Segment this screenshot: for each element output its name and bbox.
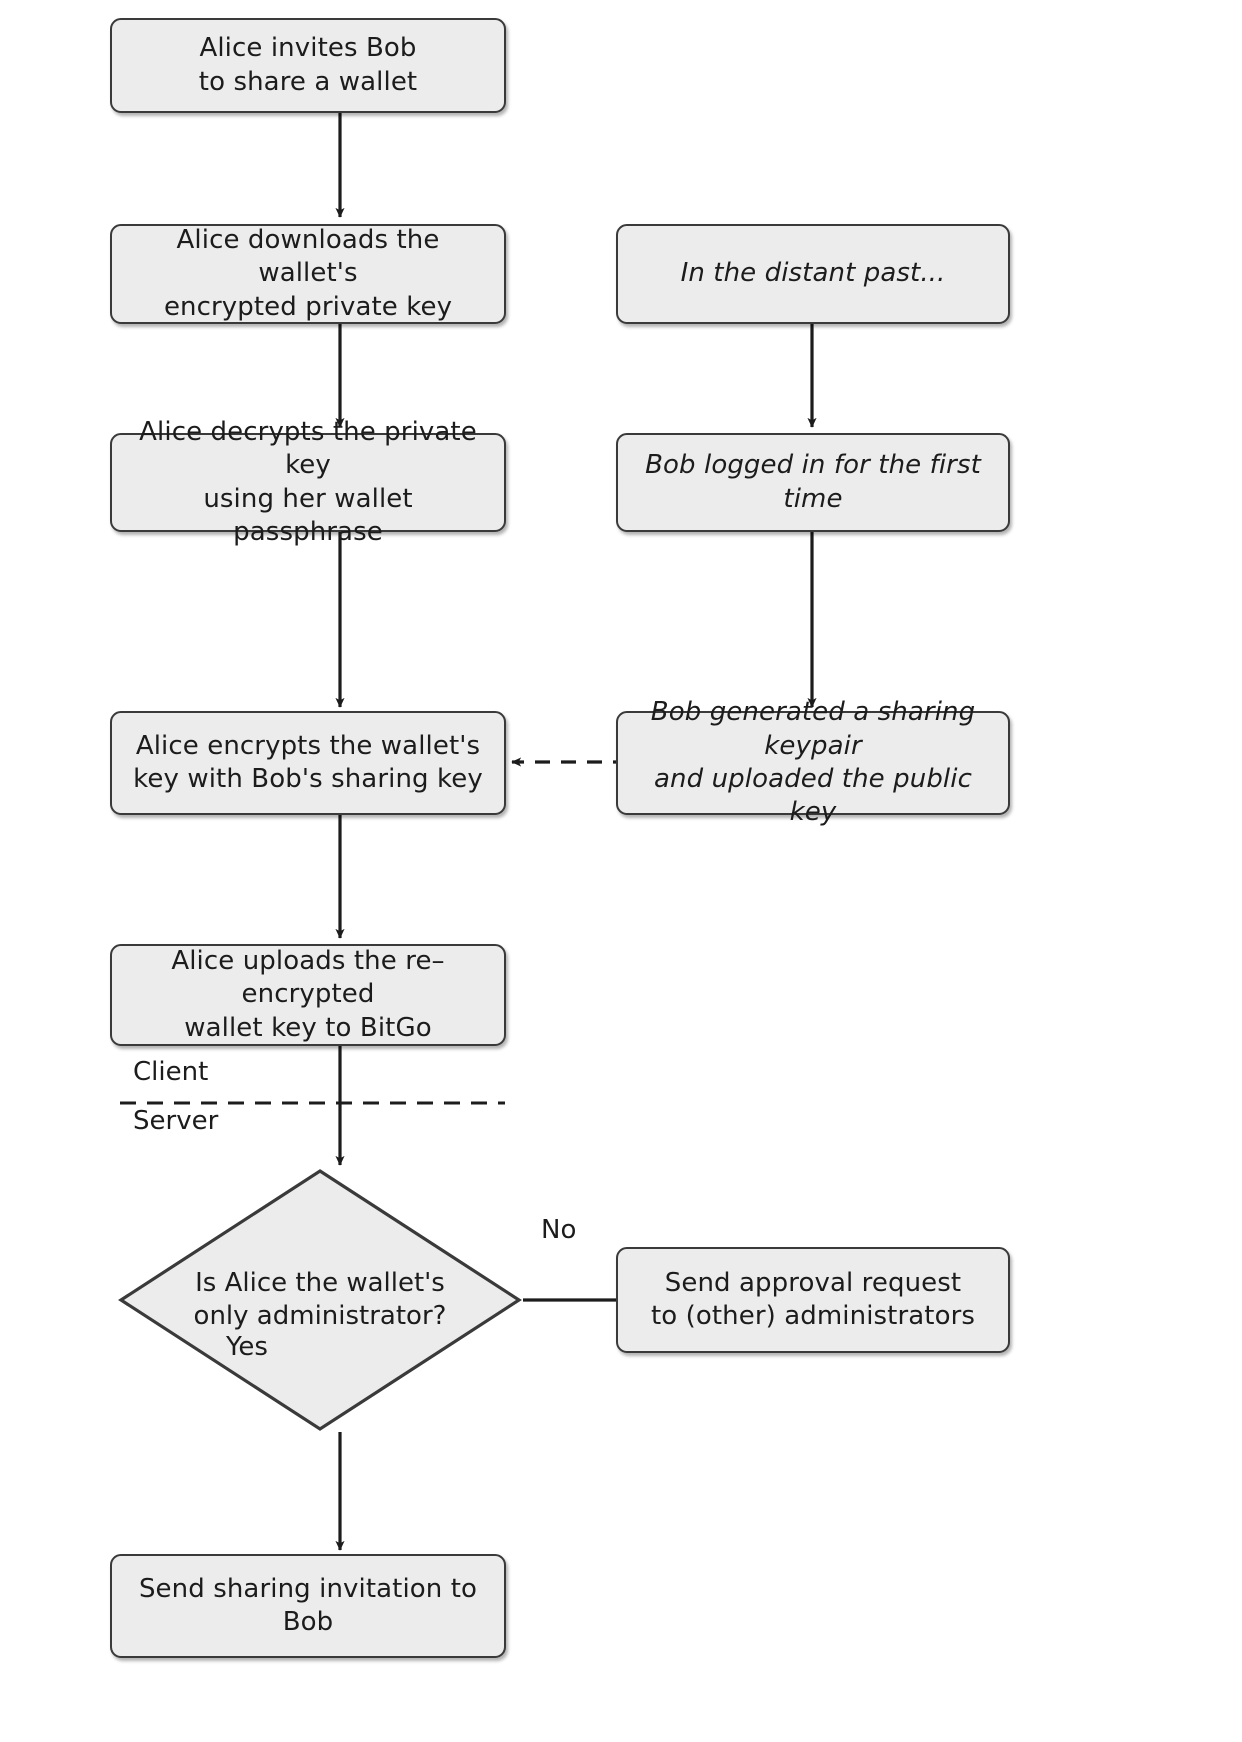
node-bob-logged-in-label: Bob logged in for the first time xyxy=(645,450,981,514)
decision-diamond-shape xyxy=(118,1169,522,1431)
node-alice-uploads-label: Alice uploads the re–encrypted wallet ke… xyxy=(171,946,445,1043)
edge-label-yes: Yes xyxy=(226,1332,268,1362)
node-send-approval-request-label: Send approval request to (other) adminis… xyxy=(650,1267,976,1331)
node-alice-invites-label: Alice invites Bob to share a wallet xyxy=(198,33,418,97)
node-send-invitation-label: Send sharing invitation to Bob xyxy=(138,1573,478,1637)
edge-label-no-text: No xyxy=(541,1215,577,1245)
node-alice-invites[interactable]: Alice invites Bob to share a wallet xyxy=(110,18,506,113)
node-alice-uploads[interactable]: Alice uploads the re–encrypted wallet ke… xyxy=(110,944,506,1046)
node-decision-only-admin[interactable]: Is Alice the wallet's only administrator… xyxy=(118,1168,522,1432)
node-alice-encrypts[interactable]: Alice encrypts the wallet's key with Bob… xyxy=(110,711,506,815)
node-alice-downloads[interactable]: Alice downloads the wallet's encrypted p… xyxy=(110,224,506,324)
node-alice-decrypts-label: Alice decrypts the private key using her… xyxy=(139,416,477,547)
node-distant-past[interactable]: In the distant past... xyxy=(616,224,1010,324)
node-decision-label: Is Alice the wallet's only administrator… xyxy=(193,1267,447,1331)
lane-label-server-text: Server xyxy=(133,1106,219,1136)
node-distant-past-label: In the distant past... xyxy=(680,258,946,289)
node-bob-generated-keypair[interactable]: Bob generated a sharing keypair and uplo… xyxy=(616,697,1010,827)
node-bob-logged-in[interactable]: Bob logged in for the first time xyxy=(616,433,1010,532)
node-send-approval-request[interactable]: Send approval request to (other) adminis… xyxy=(616,1247,1010,1353)
lane-label-server: Server xyxy=(133,1106,218,1136)
node-alice-encrypts-label: Alice encrypts the wallet's key with Bob… xyxy=(133,730,483,794)
node-alice-decrypts[interactable]: Alice decrypts the private key using her… xyxy=(110,417,506,547)
node-bob-generated-keypair-label: Bob generated a sharing keypair and uplo… xyxy=(650,697,976,828)
node-alice-downloads-label: Alice downloads the wallet's encrypted p… xyxy=(163,225,453,322)
node-send-invitation[interactable]: Send sharing invitation to Bob xyxy=(110,1554,506,1658)
lane-label-client: Client xyxy=(133,1057,208,1087)
lane-label-client-text: Client xyxy=(133,1057,209,1087)
edge-label-yes-text: Yes xyxy=(226,1332,268,1362)
edge-label-no: No xyxy=(541,1215,576,1245)
